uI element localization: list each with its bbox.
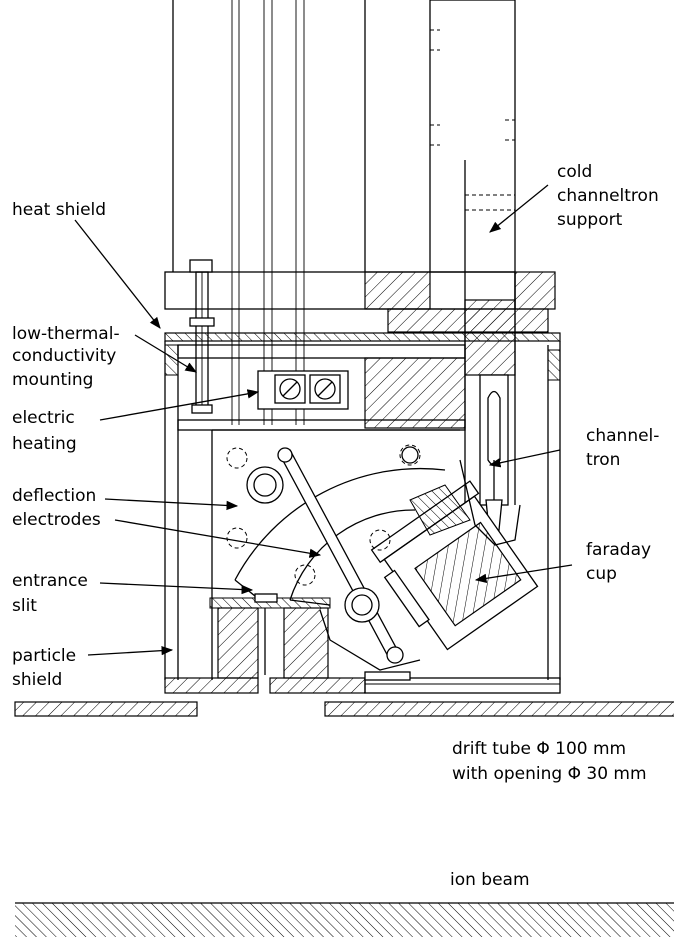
label-drift-tube-2: with opening Φ 30 mm xyxy=(452,764,647,784)
drift-tube-lower-wall xyxy=(15,902,674,937)
label-faraday-1: faraday xyxy=(586,540,651,560)
label-deflection-1: deflection xyxy=(12,486,96,506)
label-cold-1: cold xyxy=(557,162,592,182)
label-low-thermal-3: mounting xyxy=(12,370,93,390)
label-cold-3: support xyxy=(557,210,623,230)
label-channeltron-1: channel- xyxy=(586,426,659,446)
electric-heating-elements xyxy=(274,374,341,404)
channeltron-housing xyxy=(409,459,521,546)
label-ion-beam: ion beam xyxy=(450,870,530,890)
label-deflection-2: electrodes xyxy=(12,510,101,530)
label-electric-heating-1: electric xyxy=(12,408,75,428)
support-rods xyxy=(172,0,366,425)
label-entrance-2: slit xyxy=(12,596,37,616)
entrance-slit-assembly xyxy=(209,593,331,679)
diagram-labels: heat shield low-thermal- conductivity mo… xyxy=(12,162,659,890)
leader-lines xyxy=(74,184,573,656)
mounting-screws xyxy=(189,271,215,414)
swing-arm xyxy=(277,447,421,671)
drift-tube-upper-wall xyxy=(14,701,674,717)
label-channeltron-2: tron xyxy=(586,450,620,470)
label-particle-1: particle xyxy=(12,646,76,666)
label-heat-shield: heat shield xyxy=(12,200,106,220)
faraday-cup xyxy=(370,480,539,651)
label-faraday-2: cup xyxy=(586,564,617,584)
label-particle-2: shield xyxy=(12,670,62,690)
deflection-electrodes xyxy=(226,444,446,606)
base-plate xyxy=(164,671,561,694)
label-drift-tube-1: drift tube Φ 100 mm xyxy=(452,739,626,759)
label-electric-heating-2: heating xyxy=(12,434,77,454)
top-flange xyxy=(164,259,556,333)
label-low-thermal-2: conductivity xyxy=(12,346,116,366)
channeltron xyxy=(479,374,509,541)
label-cold-2: channeltron xyxy=(557,186,659,206)
label-low-thermal-1: low-thermal- xyxy=(12,324,120,344)
heat-shield xyxy=(164,332,561,680)
label-entrance-1: entrance xyxy=(12,571,88,591)
